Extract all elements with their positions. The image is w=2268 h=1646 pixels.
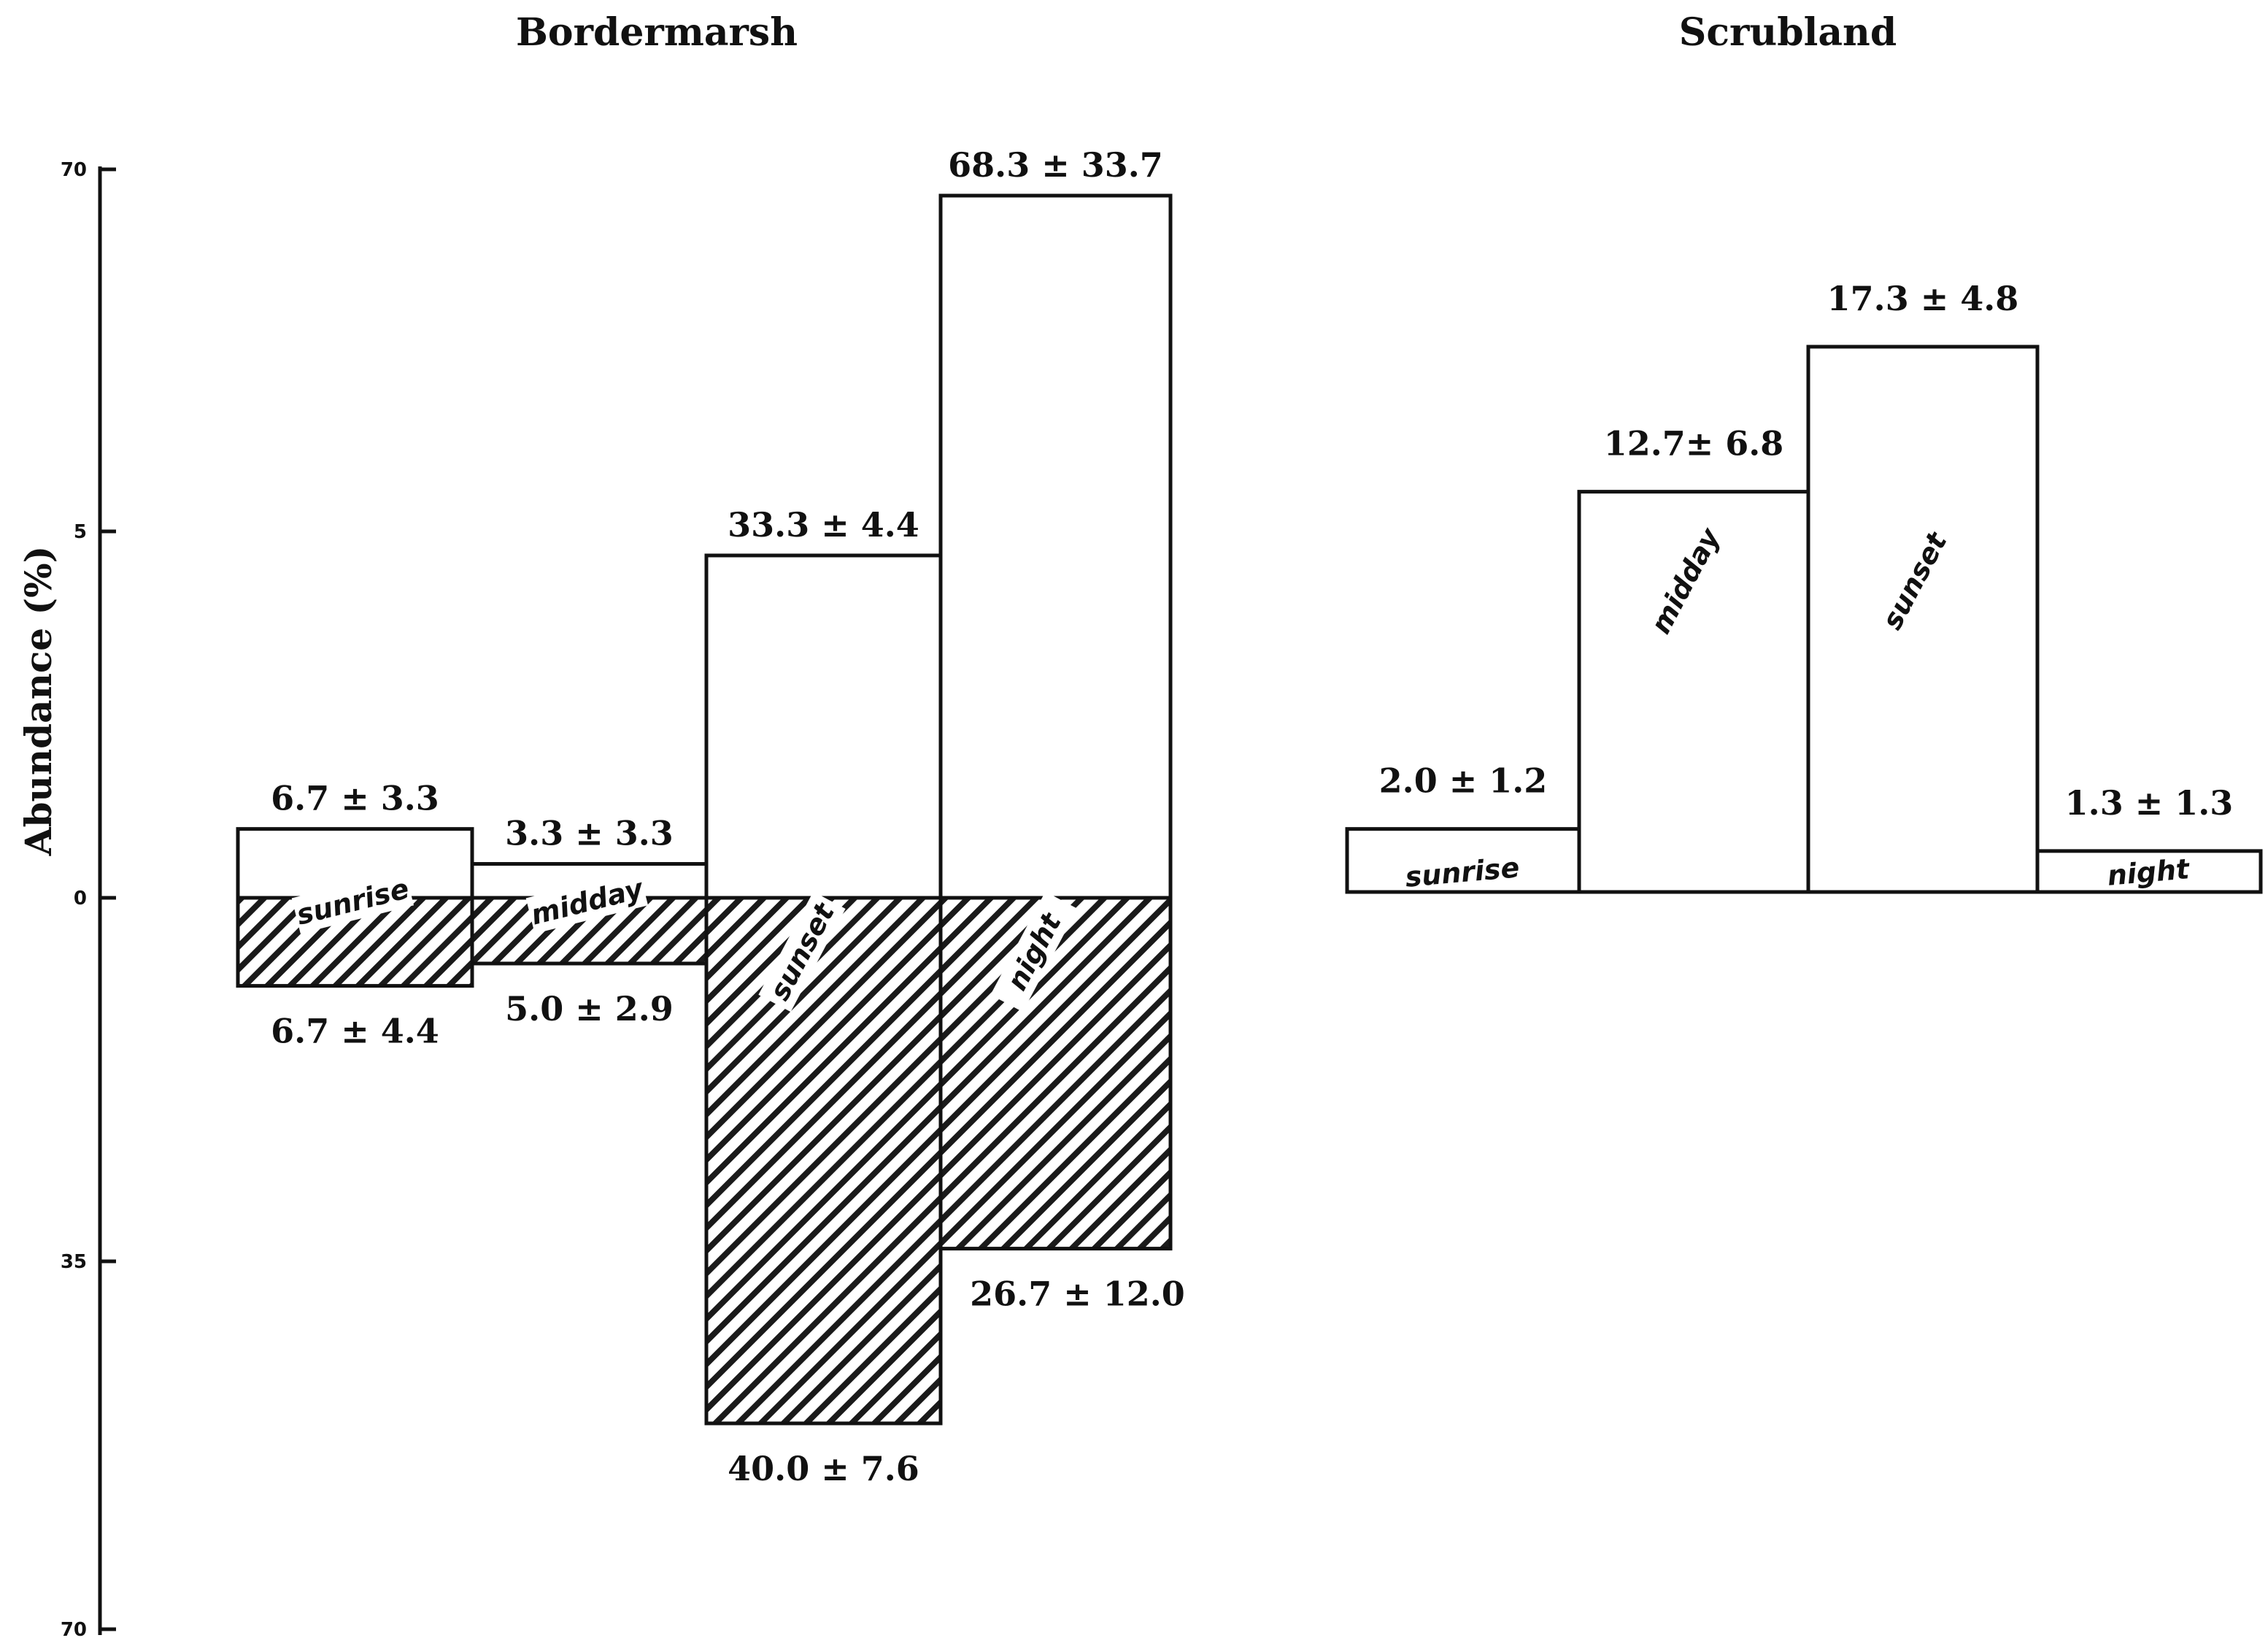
scrubland-bar-sunset (1806, 345, 2040, 894)
bordermarsh-label-night-upper: 68.3 ± 33.7 (948, 145, 1163, 185)
bordermarsh-bar-night-upper (938, 193, 1173, 900)
bordermarsh-name-bg-sunrise (291, 869, 414, 934)
bordermarsh-bar-night-lower (938, 896, 1173, 1251)
bordermarsh-name-bg-sunset (758, 891, 846, 1012)
bordermarsh-title: Bordermarsh (516, 10, 798, 55)
scrubland-label-midday: 12.7± 6.8 (1604, 424, 1784, 464)
y-axis: 70 5 0 35 70 (61, 159, 116, 1641)
y-axis-label: Abundance (%) (17, 546, 60, 857)
scrubland-name-night: night (2106, 853, 2192, 892)
bordermarsh-bar-sunset-upper (704, 553, 943, 900)
y-tick-label-2: 0 (74, 888, 87, 909)
bordermarsh-bar-sunset-lower (704, 896, 943, 1426)
scrubland-bar-midday (1577, 490, 1810, 894)
bordermarsh-label-midday-upper: 3.3 ± 3.3 (505, 814, 674, 853)
scrubland-title: Scrubland (1679, 10, 1897, 55)
y-tick-label-0: 70 (61, 159, 87, 181)
bordermarsh-name-bg-midday (525, 869, 649, 934)
bordermarsh-label-sunset-lower: 40.0 ± 7.6 (728, 1449, 919, 1488)
scrubland-label-sunset: 17.3 ± 4.8 (1827, 279, 2019, 318)
scrubland-label-sunrise: 2.0 ± 1.2 (1379, 761, 1548, 801)
y-tick-label-1: 5 (74, 521, 87, 543)
bordermarsh-label-night-lower: 26.7 ± 12.0 (970, 1274, 1185, 1314)
y-tick-label-3: 35 (61, 1251, 87, 1273)
scrubland-label-night: 1.3 ± 1.3 (2065, 783, 2234, 823)
bordermarsh-label-sunrise-upper: 6.7 ± 3.3 (271, 779, 439, 818)
bordermarsh-name-bg-night (990, 891, 1078, 1012)
bordermarsh-label-sunrise-lower: 6.7 ± 4.4 (271, 1012, 439, 1051)
bordermarsh-label-sunset-upper: 33.3 ± 4.4 (728, 505, 919, 545)
y-tick-label-4: 70 (61, 1619, 87, 1641)
bordermarsh-label-midday-lower: 5.0 ± 2.9 (505, 989, 674, 1028)
